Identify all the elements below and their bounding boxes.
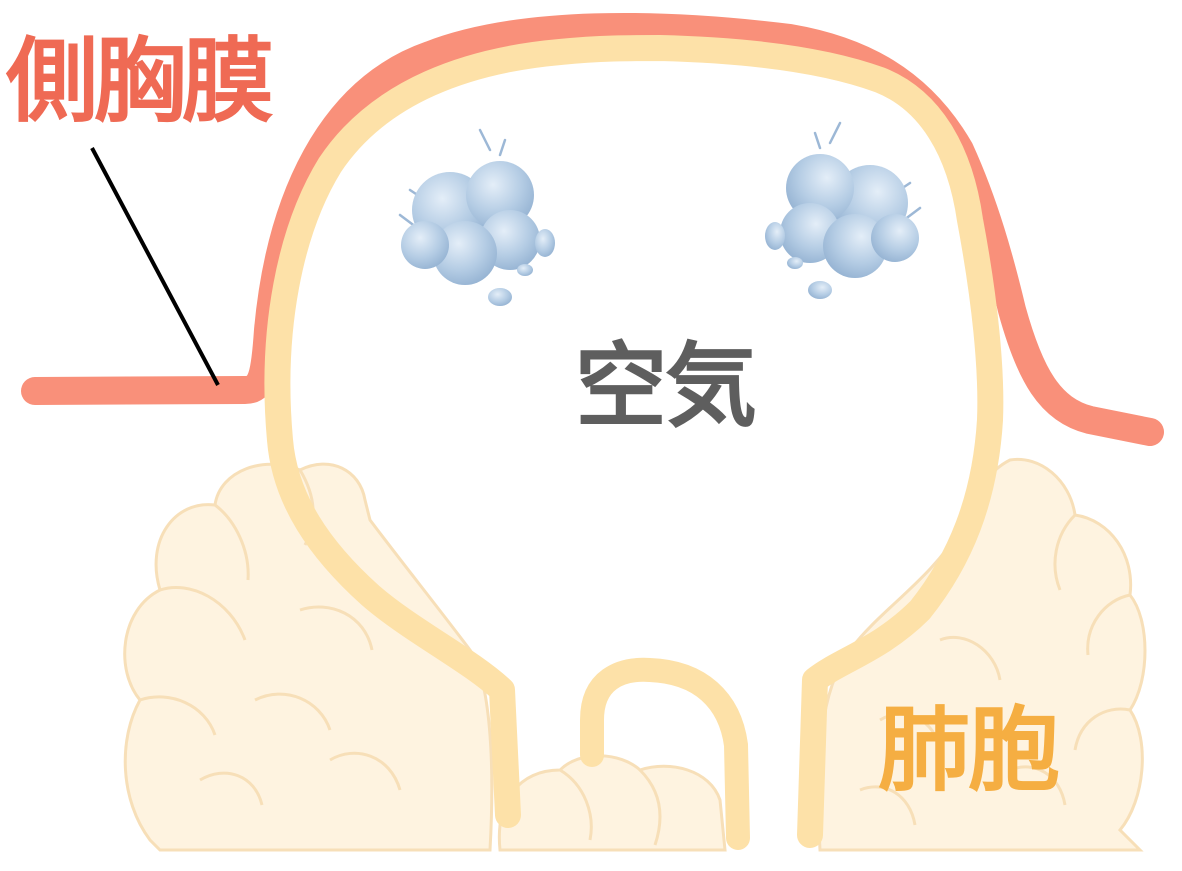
alveoli-tissue [123,457,1147,852]
air-label: 空気 [575,333,757,440]
alveoli-lobe-right-2 [859,635,1067,826]
air-puff-icon [765,121,922,299]
pleura-label: 側胸膜 [6,28,274,135]
alveoli-lobe-bottom [559,768,662,846]
pleura-leader-line [90,147,220,386]
air-puff-icon [398,128,555,306]
alveoli-lobe-left-2 [199,605,402,806]
alveolar-wall-inner-loop [580,657,750,850]
alveoli-cluster-bottom [497,754,727,852]
alveoli-lobe-right-1 [1053,513,1131,751]
alveoli-label: 肺胞 [878,697,1060,804]
alveolar-wall-left [264,35,1004,848]
alveoli-lobe-left-1 [139,469,315,736]
